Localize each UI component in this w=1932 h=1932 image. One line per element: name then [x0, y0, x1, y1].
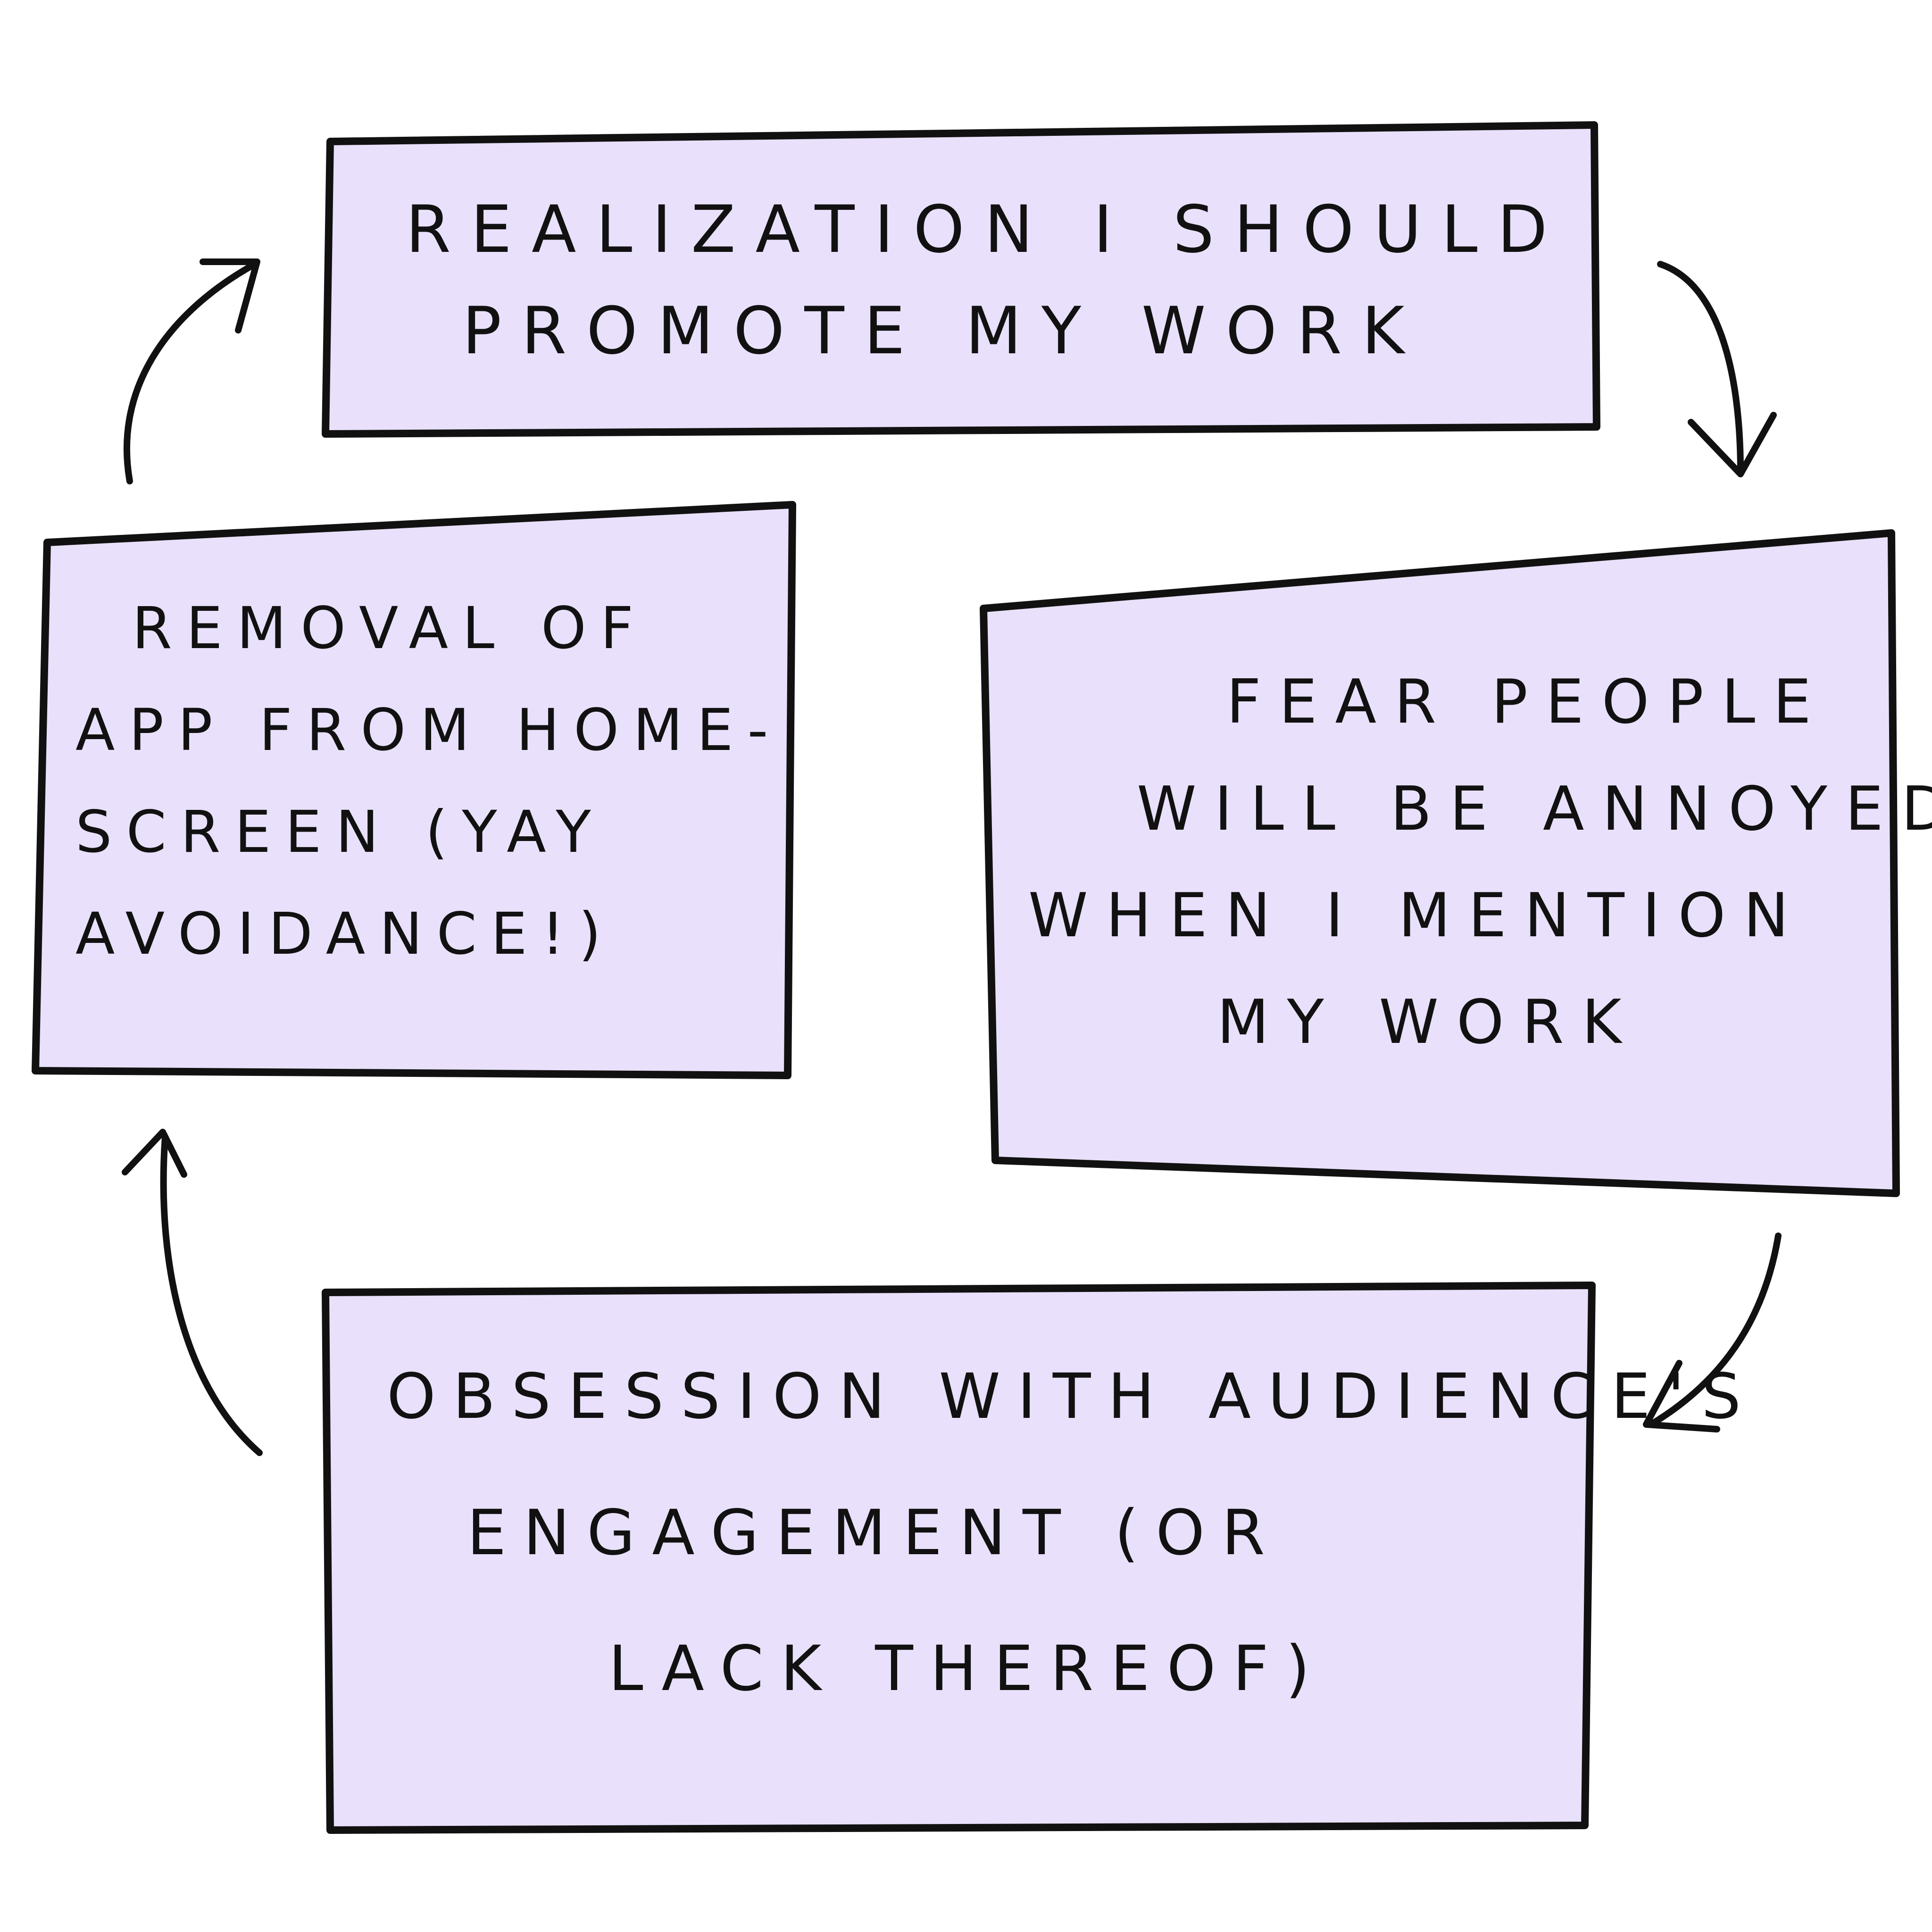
- box-top-fill: [325, 125, 1597, 434]
- arrow-bottom-to-left-head: [122, 1129, 187, 1178]
- arrow-right-to-bottom: [1648, 1232, 1782, 1428]
- box-realization-line-1: REALIZATION I SHOULD: [406, 192, 1567, 268]
- box-fear-line-3: WHEN I MENTION: [1028, 881, 1807, 951]
- box-left-fill: [35, 505, 792, 1075]
- arrow-right-to-bottom-head: [1643, 1360, 1720, 1432]
- arrow-top-to-right: [1657, 261, 1744, 475]
- box-removal: REMOVAL OF APP FROM HOME- SCREEN (YAY AV…: [38, 519, 788, 1066]
- arrow-bottom-to-left: [160, 1133, 263, 1456]
- box-obsession-line-3: LACK THEREOF): [608, 1632, 1327, 1706]
- box-obsession-line-1: OBSESSION WITH AUDIENCE'S: [387, 1360, 1758, 1433]
- box-realization: REALIZATION I SHOULD PROMOTE my WORK: [330, 137, 1594, 429]
- box-removal-line-3: SCREEN (YAY: [75, 799, 605, 866]
- arrow-left-to-top: [123, 261, 258, 484]
- box-removal-line-2: APP FROM HOME-: [75, 696, 783, 764]
- arrow-left-to-top-head: [200, 258, 260, 333]
- arrow-top-to-right-head: [1688, 412, 1777, 477]
- box-fear: FEAR PEOPLE WILL BE ANNOYED WHEN I MENTI…: [991, 561, 1932, 1189]
- box-top-outline: [322, 121, 1600, 438]
- box-obsession: OBSESSION WITH AUDIENCE'S ENGAGEMENT (OR…: [330, 1292, 1758, 1825]
- box-bottom-outline: [322, 1282, 1596, 1834]
- box-removal-line-1: REMOVAL OF: [132, 594, 648, 662]
- box-left-outline: [32, 501, 796, 1079]
- box-fear-line-1: FEAR PEOPLE: [1226, 667, 1829, 738]
- box-realization-line-2: PROMOTE my WORK: [462, 293, 1424, 369]
- box-fear-line-4: my WORK: [1217, 987, 1640, 1058]
- box-fear-line-2: WILL BE ANNOYED: [1137, 774, 1932, 844]
- box-right-outline: [980, 529, 1900, 1197]
- box-obsession-line-2: ENGAGEMENT (OR: [467, 1496, 1282, 1569]
- box-removal-line-4: AVOIDANCE!): [75, 900, 616, 968]
- box-bottom-fill: [325, 1285, 1592, 1830]
- box-right-fill: [983, 533, 1896, 1193]
